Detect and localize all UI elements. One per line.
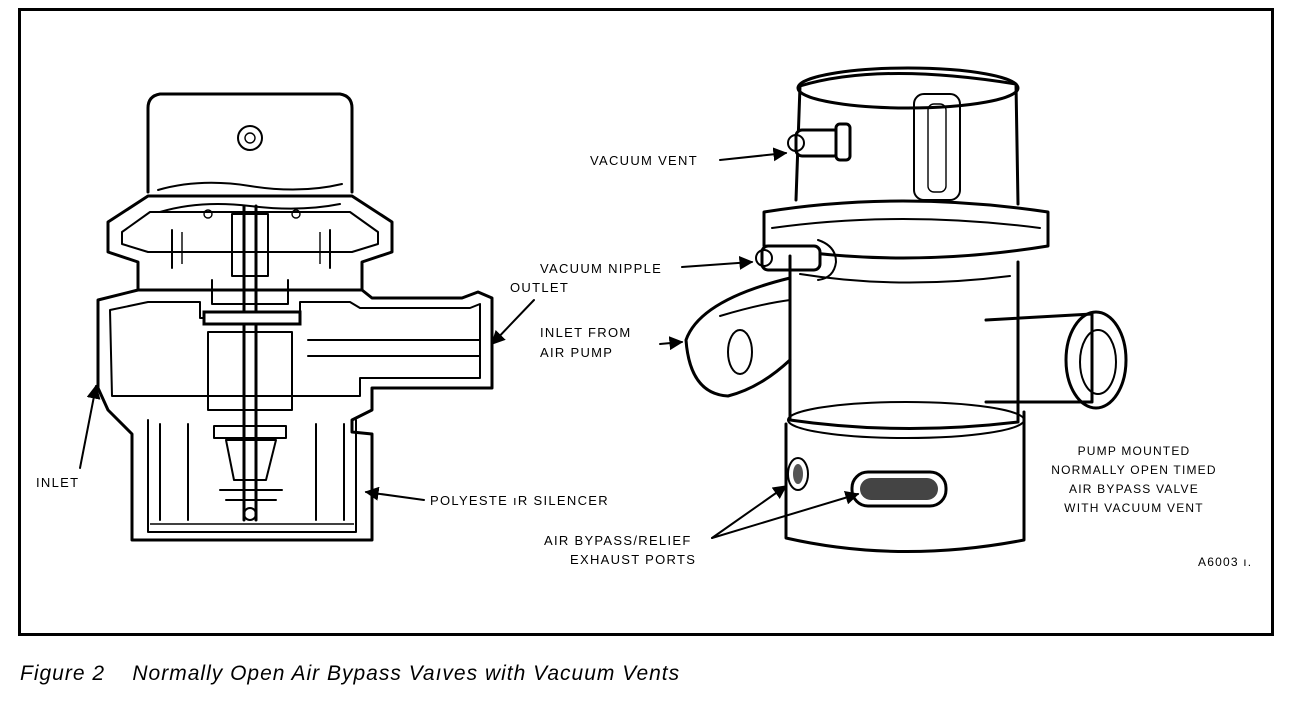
description-line3: AIR BYPASS VALVE	[1069, 482, 1199, 496]
leader-lines	[79, 147, 860, 539]
vacuum-nipple	[755, 239, 837, 281]
label-inlet-from-line2: AIR PUMP	[540, 345, 613, 360]
description-line4: WITH VACUUM VENT	[1064, 501, 1204, 515]
description-line1: PUMP MOUNTED	[1078, 444, 1191, 458]
label-vacuum-nipple: VACUUM NIPPLE	[540, 261, 662, 276]
vacuum-vent-nipple	[787, 122, 852, 162]
label-exhaust-line1: AIR BYPASS/RELIEF	[544, 533, 692, 548]
valve-exterior	[684, 66, 1128, 553]
label-exhaust-line2: EXHAUST PORTS	[570, 552, 696, 567]
figure-caption: Figure 2 Normally Open Air Bypass Vaıves…	[20, 662, 680, 686]
label-inlet: INLET	[36, 475, 79, 490]
valve-cross-section	[96, 92, 494, 542]
description-line2: NORMALLY OPEN TIMED	[1051, 463, 1217, 477]
label-silencer: POLYESTE ıR SILENCER	[430, 493, 609, 508]
exhaust-port	[787, 457, 948, 508]
caption-number: Figure 2	[20, 662, 106, 685]
outlet-pipe	[984, 310, 1128, 410]
drawing-code: A6003 ı.	[1198, 555, 1252, 569]
caption-title: Normally Open Air Bypass Vaıves with Vac…	[132, 662, 681, 685]
label-outlet: OUTLET	[510, 280, 569, 295]
label-inlet-from-line1: INLET FROM	[540, 325, 632, 340]
mounting-ear	[684, 276, 792, 398]
figure-frame	[18, 8, 1274, 636]
label-vacuum-vent: VACUUM VENT	[590, 153, 698, 168]
